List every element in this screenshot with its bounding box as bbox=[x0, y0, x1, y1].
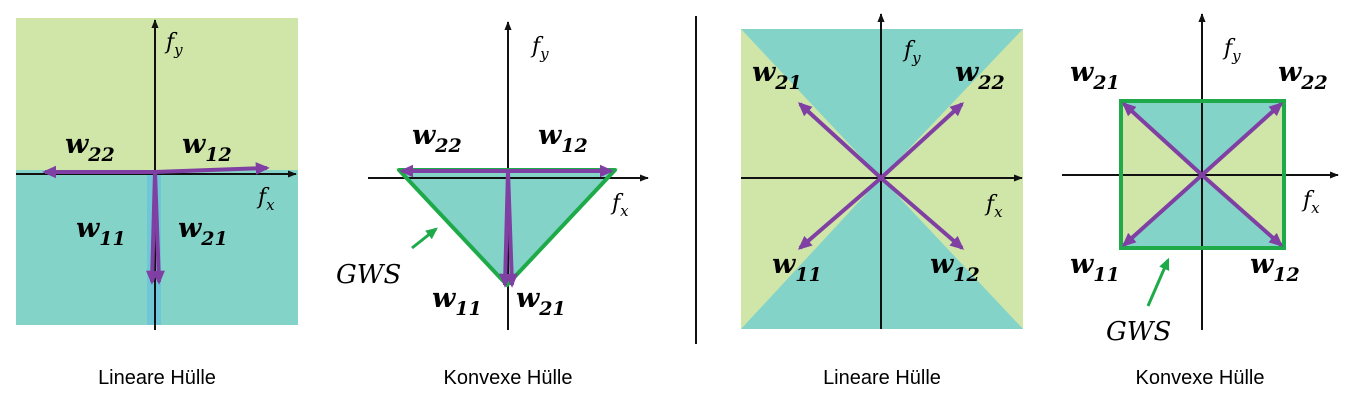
label-w11: w11 bbox=[76, 213, 126, 250]
vector-w21 bbox=[152, 171, 165, 285]
gws-label: GWS bbox=[1106, 317, 1171, 347]
label-w11: w11 bbox=[432, 283, 482, 320]
vector-w11 bbox=[797, 176, 883, 250]
vector-w12 bbox=[154, 162, 270, 175]
axis-label-fx: fx bbox=[610, 191, 629, 220]
gws-pointer-arrow bbox=[411, 227, 438, 250]
label-w22: w22 bbox=[65, 129, 115, 166]
label-w12: w12 bbox=[930, 249, 980, 286]
label-w21: w21 bbox=[178, 213, 228, 250]
caption: Konvexe Hülle bbox=[1136, 367, 1265, 389]
panel-1-linear-hull: fy fx w22 w12 w11 w21 Lineare Hülle bbox=[16, 18, 298, 389]
label-w22: w22 bbox=[1278, 57, 1328, 94]
vector-w11 bbox=[1121, 173, 1204, 247]
caption: Lineare Hülle bbox=[823, 367, 941, 389]
gws-pointer-arrow bbox=[1146, 257, 1170, 307]
panel-2-convex-hull: fy fx w22 w12 w11 w21 GWS Konvexe Hülle bbox=[336, 21, 649, 389]
panel-3-linear-hull: fy fx w21 w22 w11 w12 Lineare Hülle bbox=[741, 13, 1023, 389]
green-region bbox=[16, 18, 298, 170]
caption: Lineare Hülle bbox=[98, 367, 216, 389]
axis-label-fy: fy bbox=[1222, 36, 1241, 65]
caption: Konvexe Hülle bbox=[444, 367, 573, 389]
label-w11: w11 bbox=[1070, 249, 1120, 286]
label-w22: w22 bbox=[412, 120, 462, 157]
label-w21: w21 bbox=[516, 283, 566, 320]
vector-w12 bbox=[879, 176, 965, 250]
gws-label: GWS bbox=[336, 260, 401, 290]
label-w12: w12 bbox=[182, 129, 232, 166]
vector-w21 bbox=[797, 102, 883, 180]
vector-w21 bbox=[505, 170, 518, 288]
vector-w22 bbox=[879, 102, 965, 180]
gws-outline bbox=[1119, 99, 1286, 250]
vector-w21 bbox=[1121, 102, 1204, 177]
label-w11: w11 bbox=[772, 249, 822, 286]
axis-label-fx: fx bbox=[1301, 188, 1320, 217]
vector-w12 bbox=[1200, 173, 1284, 247]
panel-4-convex-hull: fy fx w21 w22 w11 w12 GWS Konvexe Hülle bbox=[1062, 13, 1339, 389]
label-w22: w22 bbox=[955, 57, 1005, 94]
label-w21: w21 bbox=[752, 57, 802, 94]
axis-label-fy: fy bbox=[530, 34, 549, 63]
label-w12: w12 bbox=[538, 120, 588, 157]
label-w12: w12 bbox=[1250, 249, 1300, 286]
label-w21: w21 bbox=[1070, 57, 1120, 94]
vector-w22 bbox=[1200, 102, 1284, 177]
